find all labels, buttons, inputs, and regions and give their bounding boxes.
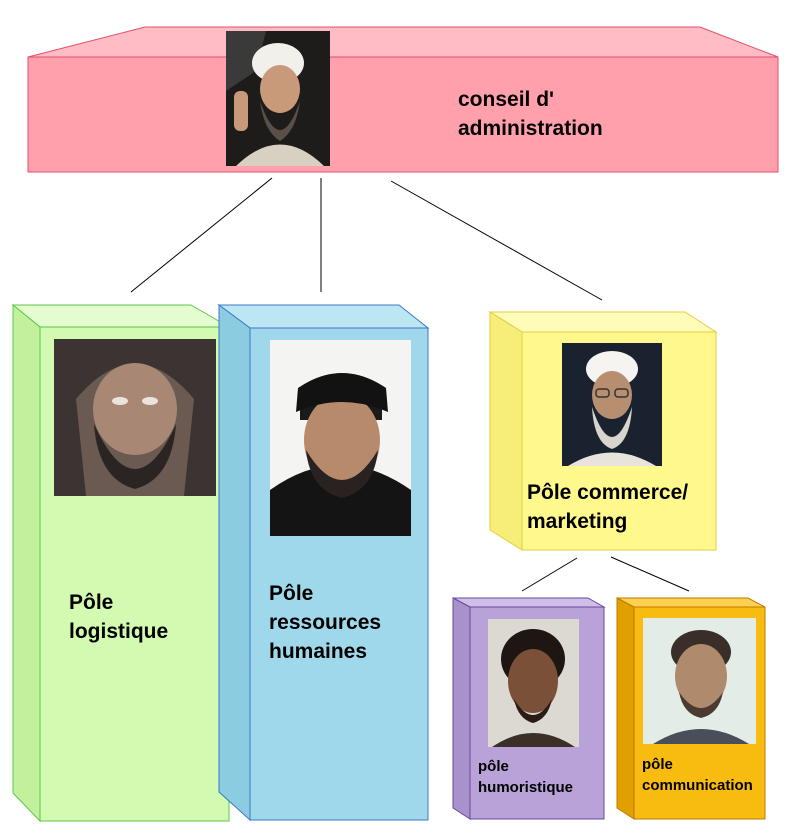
edge-commerce-humor (521, 557, 578, 592)
node-logistics-label-line: Pôle (69, 591, 114, 614)
node-humor-label-line: pôle (478, 758, 509, 775)
node-commerce-label-line: marketing (527, 510, 628, 533)
logistics-portrait-photo (54, 339, 216, 496)
node-board-label-line: administration (458, 117, 603, 140)
edge-commerce-communication (610, 556, 690, 592)
node-hr-label-line: ressources (269, 611, 382, 634)
edge-board-logistics (130, 177, 273, 293)
node-communication-label: pôle communication (642, 754, 753, 796)
node-hr-label: Pôle ressources humaines (269, 579, 381, 666)
node-hr-label-line: humaines (269, 640, 368, 663)
node-board-box (27, 26, 779, 173)
node-humor-label-line: humoristique (478, 779, 574, 796)
node-commerce-label: Pôle commerce/ marketing (527, 478, 688, 536)
humor-portrait-photo (488, 619, 579, 747)
edge-board-commerce (390, 180, 603, 301)
node-humor-label: pôle humoristique (478, 756, 573, 798)
node-board-label-line: conseil d' (458, 88, 555, 111)
node-logistics-label: Pôle logistique (69, 588, 168, 646)
communication-portrait-photo (643, 618, 756, 744)
hr-portrait-photo (270, 340, 411, 536)
node-communication-label-line: communication (642, 777, 753, 794)
commerce-portrait-photo (562, 343, 662, 466)
node-board-label: conseil d' administration (458, 85, 603, 143)
board-portrait-photo (226, 31, 330, 166)
node-commerce-label-line: Pôle commerce/ (527, 481, 689, 504)
node-logistics-label-line: logistique (69, 620, 169, 643)
node-hr-label-line: Pôle (269, 582, 314, 605)
node-communication-label-line: pôle (642, 756, 673, 773)
